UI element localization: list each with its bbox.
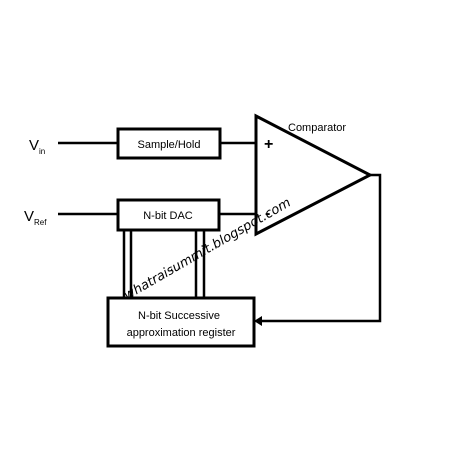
sample-hold-label: Sample/Hold — [138, 139, 201, 151]
bus-dots: . . — [170, 259, 180, 273]
feedback-wire — [258, 173, 382, 323]
feedback-arrowhead — [254, 316, 262, 326]
dac-label: N-bit DAC — [143, 210, 193, 222]
data-bus — [122, 230, 206, 298]
dac-block — [116, 198, 221, 232]
sar-label-line1: N-bit Successive — [138, 310, 220, 322]
comparator-minus-sign: - — [265, 205, 270, 222]
sar-block — [106, 296, 256, 348]
comparator-label: Comparator — [288, 122, 346, 134]
sar-label-line2: approximation register — [127, 327, 236, 339]
comparator-plus-sign: + — [264, 136, 273, 153]
vref-label: VRef — [24, 208, 47, 227]
comparator-symbol — [254, 113, 374, 237]
vin-label: Vin — [29, 137, 45, 156]
